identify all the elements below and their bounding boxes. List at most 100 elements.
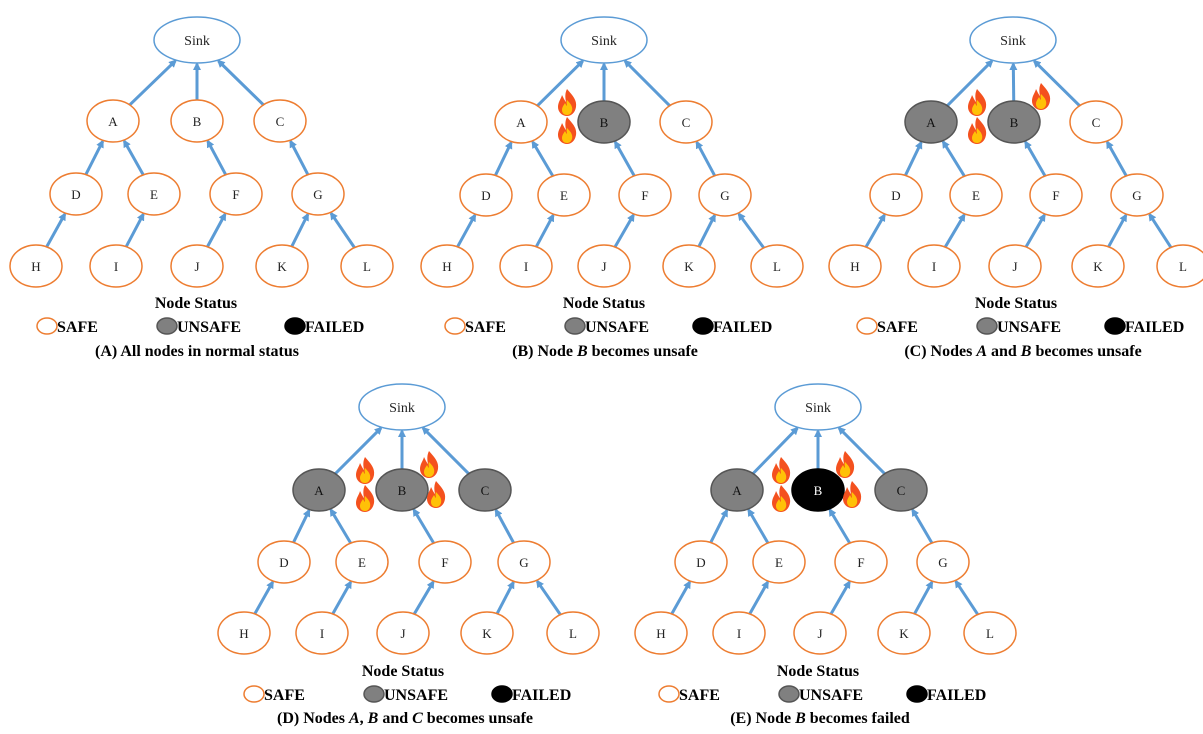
edge-k-to-g [290,212,310,248]
edge-g-to-c [695,140,717,177]
legend-unsafe-label: UNSAFE [177,319,241,336]
node-j-label: J [601,259,606,274]
node-h [420,244,474,288]
node-f-label: F [441,555,448,570]
node-k-label: K [684,259,694,274]
legend-unsafe-swatch [363,685,385,703]
sink-node [358,383,446,431]
legend-unsafe-label: UNSAFE [799,687,863,704]
node-e-label: E [150,187,158,202]
node-c [659,100,713,144]
legend-safe-label: SAFE [465,319,506,336]
legend-title: Node Status [155,295,237,312]
edge-d-to-a [84,139,105,176]
node-i [499,244,553,288]
edge-h-to-d [864,213,886,248]
legend-safe-swatch [856,317,878,335]
node-l [750,244,804,288]
fire-icon [836,451,855,478]
edge-c-to-sink [421,426,470,475]
edges [864,59,1173,249]
node-i [712,611,766,655]
edge-a-to-sink [128,59,177,106]
node-g [698,173,752,217]
sink-label: Sink [1000,34,1026,49]
edge-e-to-a [122,139,145,176]
node-g-label: G [720,188,729,203]
edge-l-to-g [329,211,356,249]
node-a [86,99,140,143]
node-l [1156,244,1203,288]
edges [456,59,765,249]
node-a-label: A [314,483,324,498]
legend-unsafe-swatch [976,317,998,335]
node-b [791,468,845,512]
legend-unsafe-swatch [778,685,800,703]
node-a [494,100,548,144]
legend-unsafe-swatch [156,317,178,335]
node-b [375,468,429,512]
node-k-label: K [1093,259,1103,274]
panel-caption: (C) Nodes A and B becomes unsafe [904,343,1141,360]
node-l [546,611,600,655]
legend-failed-swatch [491,685,513,703]
edge-k-to-g [913,580,934,615]
edge-g-to-c [289,139,310,176]
node-f [209,172,263,216]
node-c-label: C [276,114,285,129]
node-i [89,244,143,288]
sink-label: Sink [805,401,831,416]
node-l [340,244,394,288]
node-i-label: I [114,259,118,274]
node-e [949,173,1003,217]
node-e-label: E [358,555,366,570]
node-c-label: C [682,115,691,130]
edge-e-to-a [531,140,555,177]
sink-label: Sink [184,34,210,49]
legend-failed-swatch [692,317,714,335]
edge-h-to-d [253,580,275,615]
fire-icon [772,457,791,484]
node-g-label: G [1132,188,1141,203]
legend-unsafe-label: UNSAFE [585,319,649,336]
node-g [291,172,345,216]
edge-d-to-a [292,508,311,544]
edge-f-to-b [828,508,851,544]
edge-h-to-d [45,212,67,248]
legend-safe-label: SAFE [264,687,305,704]
node-j-label: J [817,626,822,641]
node-l [963,611,1017,655]
fire-icon [356,485,375,512]
node-c [253,99,307,143]
edges [45,59,356,249]
legend-failed-label: FAILED [927,687,986,704]
edge-a-to-sink [752,426,799,475]
node-i-label: I [737,626,741,641]
edge-c-to-sink [837,426,886,475]
node-e-label: E [972,188,980,203]
fire-icon [420,451,439,478]
edge-j-to-f [206,212,227,248]
fire-icon [427,481,446,508]
node-g-label: G [519,555,528,570]
edge-c-to-sink [216,59,265,106]
node-f-label: F [641,188,648,203]
edge-k-to-g [697,213,717,248]
node-j [577,244,631,288]
panel-caption: (E) Node B becomes failed [730,710,910,727]
sink-node [153,16,241,64]
legend-title: Node Status [563,295,645,312]
fire-icon [1032,83,1051,110]
edge-i-to-e [534,213,555,248]
edge-g-to-c [494,508,515,544]
edge-k-to-g [1107,213,1128,248]
edge-j-to-f [829,580,851,615]
legend-failed-label: FAILED [713,319,772,336]
node-h-label: H [850,259,859,274]
sink-node [774,383,862,431]
edge-l-to-g [954,579,979,616]
node-h [9,244,63,288]
